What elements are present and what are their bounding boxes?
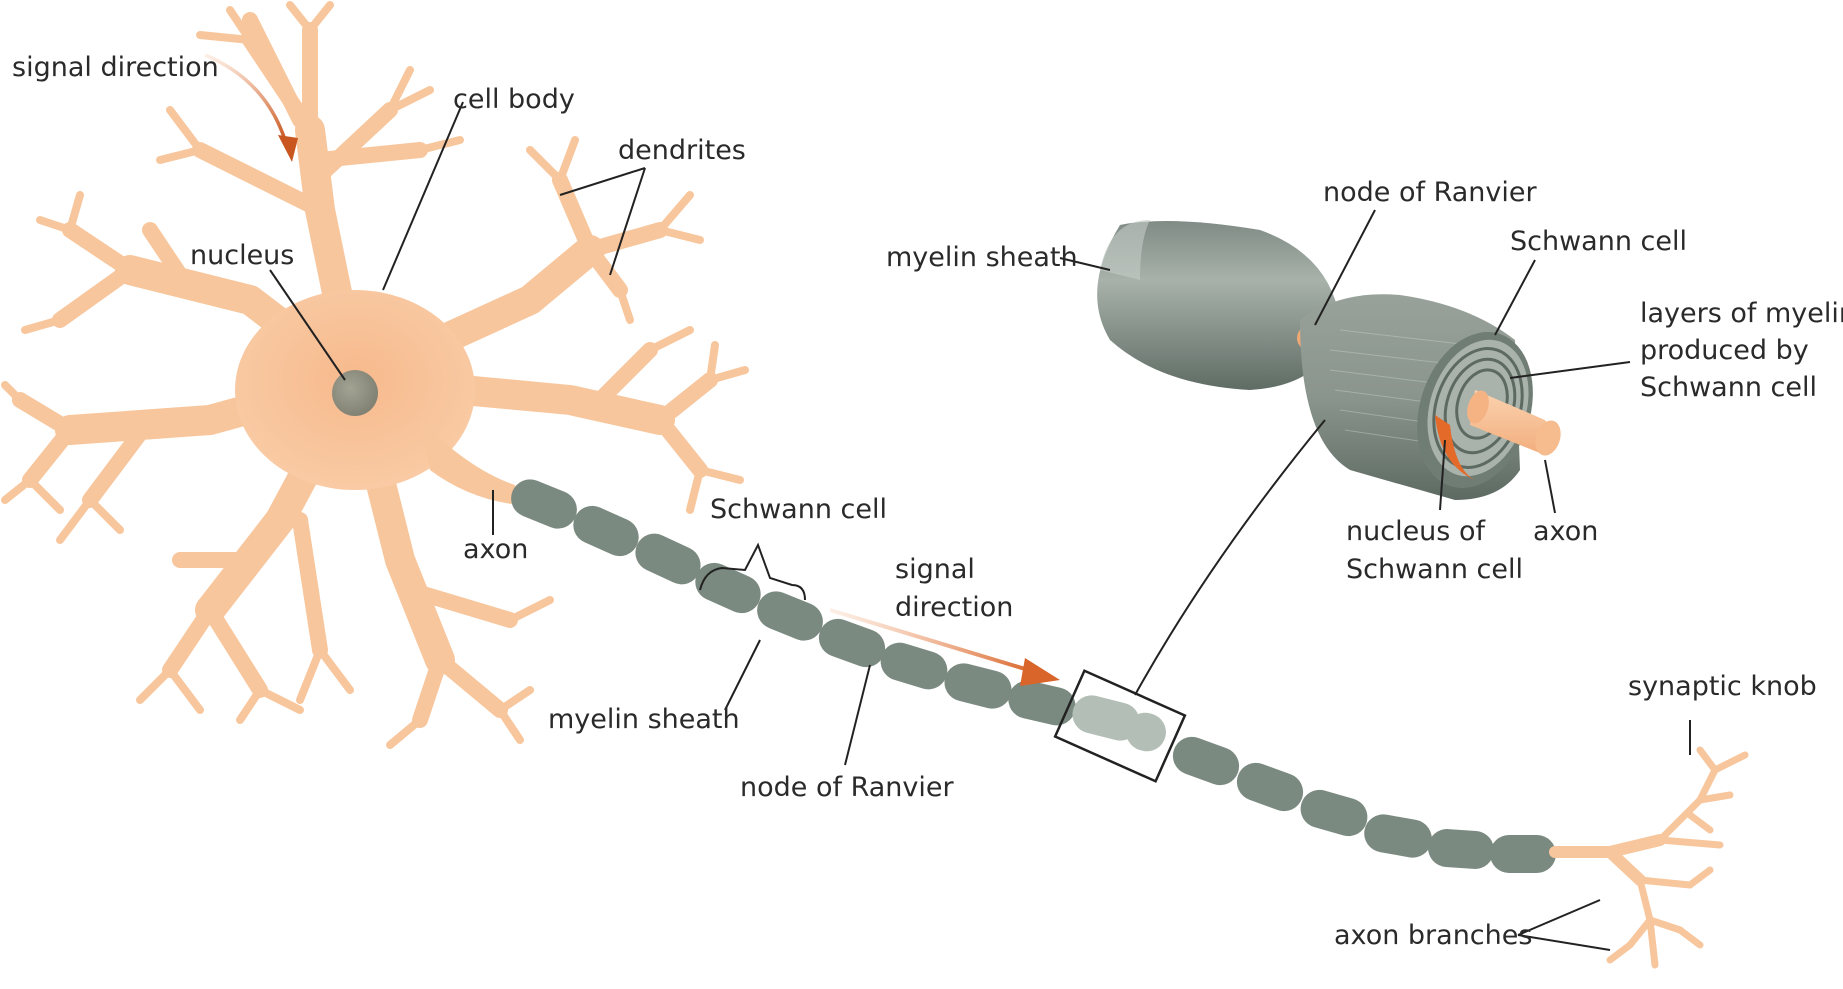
label-inset-node-of-ranvier: node of Ranvier: [1323, 177, 1537, 208]
axon-terminal: [1555, 750, 1745, 965]
label-signal-direction-mid-1: signal: [895, 554, 975, 585]
label-axon-branches: axon branches: [1334, 920, 1532, 951]
label-schwann-cell-main: Schwann cell: [710, 494, 887, 525]
label-inset-layers-2: produced by: [1640, 335, 1809, 366]
label-dendrites: dendrites: [618, 135, 746, 166]
label-cell-body: cell body: [453, 84, 575, 115]
nucleus-shape: [332, 370, 378, 416]
myelin-inset: [1097, 220, 1565, 503]
label-inset-myelin-sheath: myelin sheath: [886, 242, 1078, 273]
cell-body-dendrites: [5, 5, 745, 745]
label-signal-direction-mid-2: direction: [895, 592, 1013, 623]
label-synaptic-knob: synaptic knob: [1628, 671, 1817, 702]
label-signal-direction-top: signal direction: [12, 52, 219, 83]
label-nucleus: nucleus: [190, 240, 294, 271]
label-inset-layers-3: Schwann cell: [1640, 372, 1817, 403]
label-inset-nucleus-1: nucleus of: [1346, 516, 1486, 547]
label-inset-nucleus-2: Schwann cell: [1346, 554, 1523, 585]
label-inset-schwann-cell: Schwann cell: [1510, 226, 1687, 257]
label-axon-left: axon: [463, 534, 528, 565]
label-inset-layers-1: layers of myelin: [1640, 298, 1843, 329]
label-myelin-sheath-main: myelin sheath: [548, 704, 740, 735]
label-node-of-ranvier-main: node of Ranvier: [740, 772, 954, 803]
label-inset-axon: axon: [1533, 516, 1598, 547]
